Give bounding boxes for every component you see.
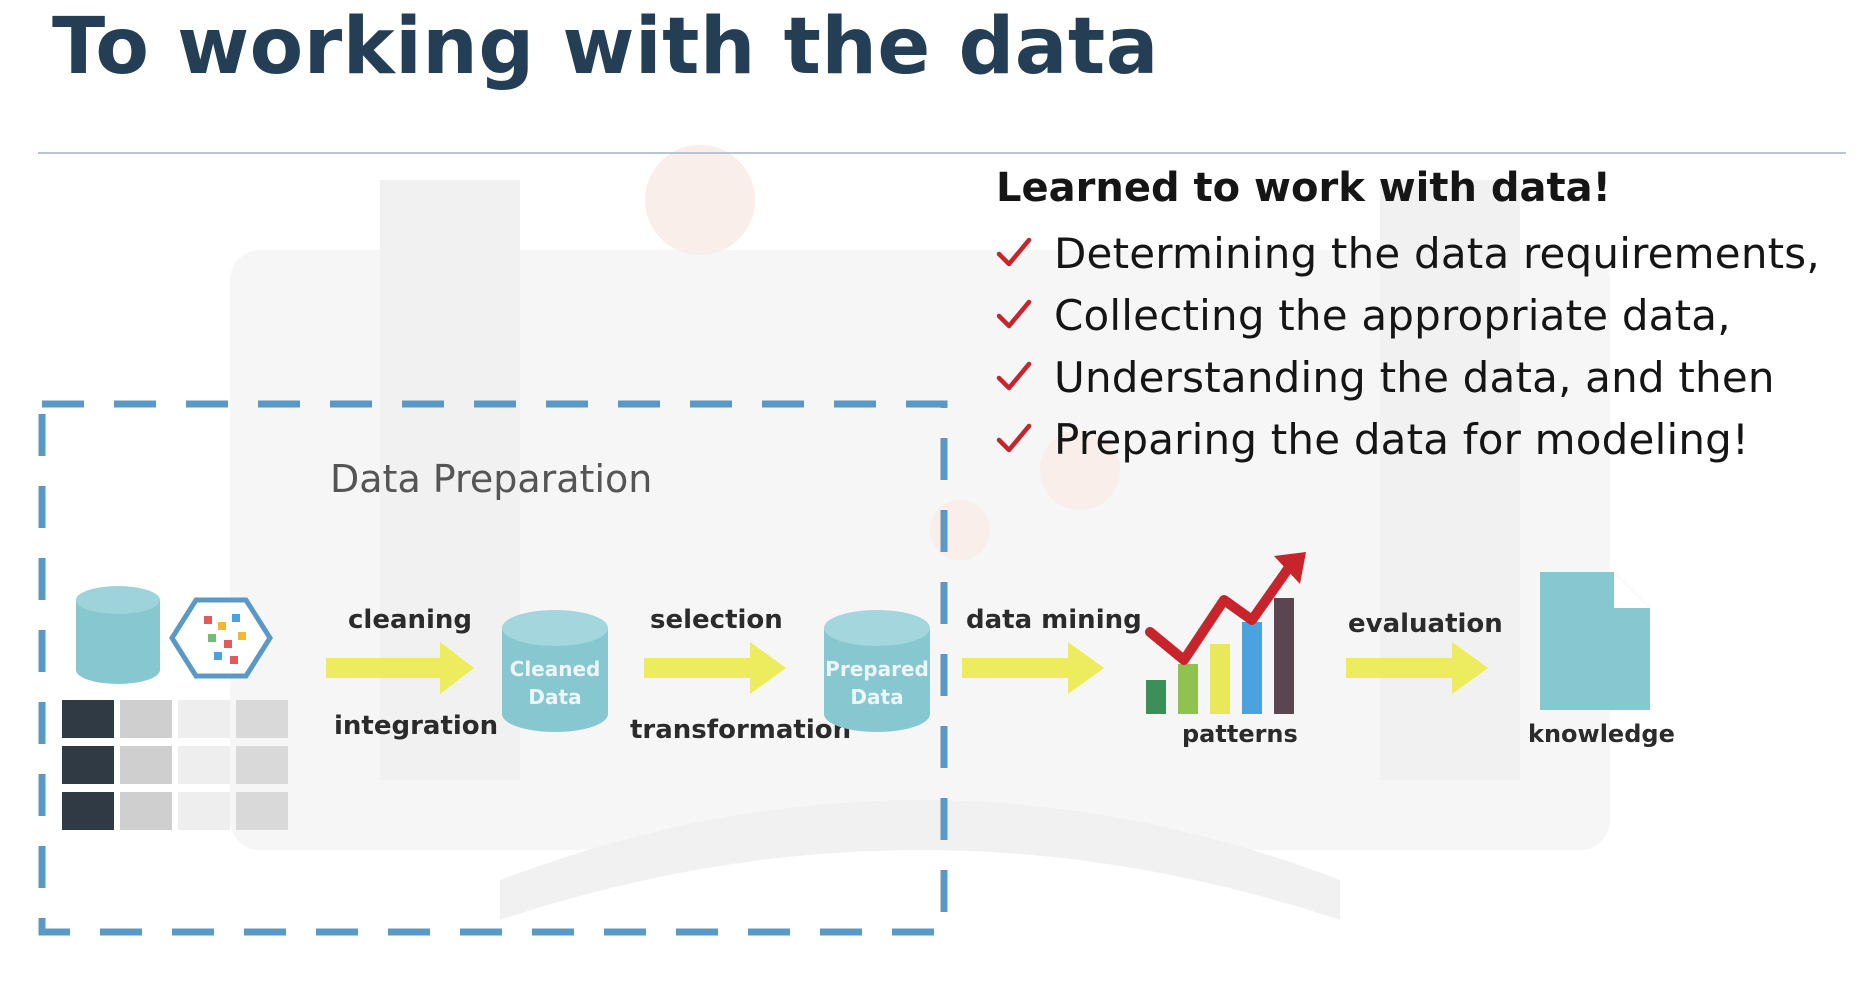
arrow-icon-selection — [644, 642, 786, 694]
prepared-data-label-2: Data — [850, 685, 903, 709]
check-icon — [996, 299, 1032, 329]
notes-panel: Learned to work with data! Determining t… — [996, 160, 1856, 470]
prepared-data-label-1: Prepared — [825, 657, 929, 681]
list-item-text: Understanding the data, and then — [1054, 352, 1775, 402]
notes-list: Determining the data requirements, Colle… — [996, 222, 1856, 470]
list-item-text: Determining the data requirements, — [1054, 228, 1820, 278]
step-label-transformation: transformation — [630, 715, 851, 745]
step-label-integration: integration — [334, 711, 498, 741]
list-item: Understanding the data, and then — [996, 346, 1856, 408]
cleaned-data-database-icon: Cleaned Data — [502, 610, 608, 732]
knowledge-label: knowledge — [1528, 720, 1675, 748]
prepared-data-database-icon: Prepared Data — [824, 610, 930, 732]
list-item-text: Collecting the appropriate data, — [1054, 290, 1731, 340]
title-divider — [38, 152, 1846, 154]
knowledge-document-icon — [1540, 572, 1650, 710]
step-label-data-mining: data mining — [966, 605, 1142, 635]
cleaned-data-label-1: Cleaned — [510, 657, 601, 681]
data-preparation-box — [38, 400, 948, 936]
check-icon — [996, 237, 1032, 267]
list-item: Determining the data requirements, — [996, 222, 1856, 284]
notes-heading: Learned to work with data! — [996, 165, 1611, 211]
database-icon — [76, 586, 160, 684]
arrow-icon-evaluation — [1346, 642, 1488, 694]
arrow-icon-cleaning — [326, 642, 474, 694]
patterns-label: patterns — [1182, 720, 1298, 748]
data-preparation-label: Data Preparation — [330, 457, 652, 501]
check-icon — [996, 423, 1032, 453]
list-item: Collecting the appropriate data, — [996, 284, 1856, 346]
table-grid-icon — [62, 700, 288, 830]
step-label-selection: selection — [650, 605, 783, 635]
patterns-chart-icon — [1145, 552, 1306, 714]
hexagon-data-icon — [169, 597, 273, 679]
list-item: Preparing the data for modeling! — [996, 408, 1856, 470]
step-label-cleaning: cleaning — [348, 605, 472, 635]
arrow-icon-data-mining — [962, 642, 1104, 694]
step-label-evaluation: evaluation — [1348, 609, 1503, 639]
list-item-text: Preparing the data for modeling! — [1054, 414, 1750, 464]
slide-title: To working with the data — [52, 2, 1159, 92]
cleaned-data-label-2: Data — [528, 685, 581, 709]
check-icon — [996, 361, 1032, 391]
